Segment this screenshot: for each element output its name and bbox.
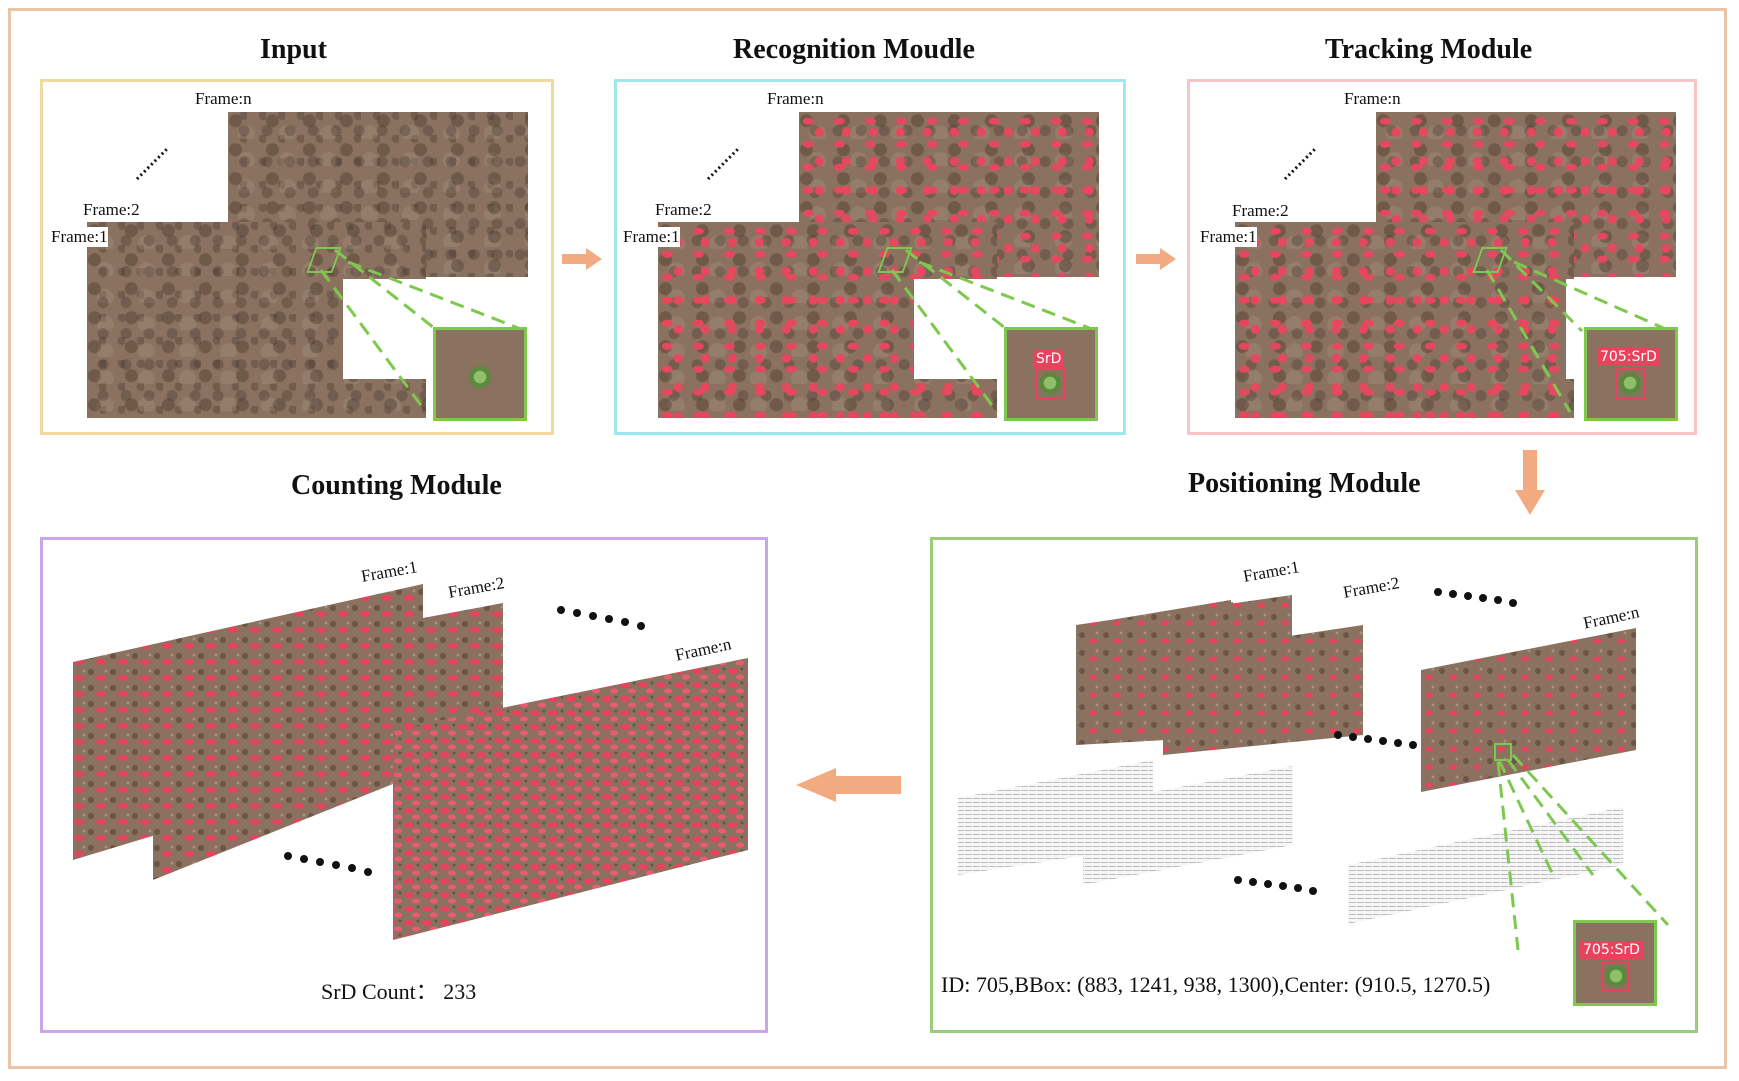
input-title: Input: [260, 34, 327, 65]
counting-panel: Frame:1 Frame:2 Frame:n SrD Count： 233: [40, 537, 768, 1033]
zoom-inset: 705:SrD: [1584, 327, 1678, 421]
tracking-title: Tracking Module: [1325, 34, 1533, 65]
frame-1-image: [1235, 222, 1574, 418]
tracking-label: 705:SrD: [1597, 348, 1660, 366]
counting-graphic: [73, 584, 748, 940]
counting-title: Counting Module: [291, 470, 502, 501]
zoom-inset: 705:SrD: [1573, 920, 1657, 1006]
recognition-panel: SrD Frame:n Frame:2 Frame:1: [614, 79, 1126, 435]
arrow-right-icon: [1136, 248, 1176, 270]
seedling: [1619, 372, 1641, 394]
ellipsis-diagonal-icon: [135, 147, 169, 181]
label-frame-2: Frame:2: [1232, 201, 1289, 221]
position-info: ID: 705,BBox: (883, 1241, 938, 1300),Cen…: [941, 972, 1491, 997]
label-frame-1: Frame:1: [51, 227, 108, 247]
label-frame-n: Frame:n: [1344, 89, 1401, 109]
arrow-left-icon: [796, 768, 901, 802]
srd-count: SrD Count： 233: [321, 979, 477, 1004]
positioning-title: Positioning Module: [1188, 468, 1421, 499]
positioning-graphic: [958, 588, 1670, 951]
seedling: [469, 366, 491, 388]
position-label: 705:SrD: [1580, 941, 1643, 959]
label-frame-1: Frame:1: [1200, 227, 1257, 247]
zoom-lines: [1485, 248, 1671, 413]
detection-box: [1035, 368, 1065, 400]
position-box: [1602, 961, 1630, 991]
seedling: [1605, 965, 1627, 987]
input-panel: Frame:n Frame:2 Frame:1: [40, 79, 554, 435]
label-frame-n: Frame:n: [195, 89, 252, 109]
tracking-panel: 705:SrD Frame:n Frame:2 Frame:1: [1187, 79, 1697, 435]
positioning-panel: 705:SrD Frame:1 Frame:2 Frame:n ID: 705,…: [930, 537, 1698, 1033]
label-frame-n: Frame:n: [767, 89, 824, 109]
ellipsis-diagonal-icon: [706, 147, 740, 181]
zoom-lines: [319, 248, 527, 413]
label-frame-1: Frame:1: [623, 227, 680, 247]
recognition-title: Recognition Moudle: [733, 34, 975, 65]
zoom-inset: [433, 327, 527, 421]
label-frame-2: Frame:2: [83, 200, 140, 220]
detection-label: SrD: [1033, 350, 1065, 368]
zoom-inset: SrD: [1004, 327, 1098, 421]
figure-frame: [8, 8, 1727, 1069]
ellipsis-diagonal-icon: [1283, 147, 1317, 181]
arrow-right-icon: [562, 248, 602, 270]
tracking-box: [1615, 368, 1645, 400]
arrow-down-icon: [1515, 450, 1545, 515]
zoom-lines: [890, 248, 1098, 413]
seedling: [1039, 372, 1061, 394]
label-frame-2: Frame:2: [655, 200, 712, 220]
